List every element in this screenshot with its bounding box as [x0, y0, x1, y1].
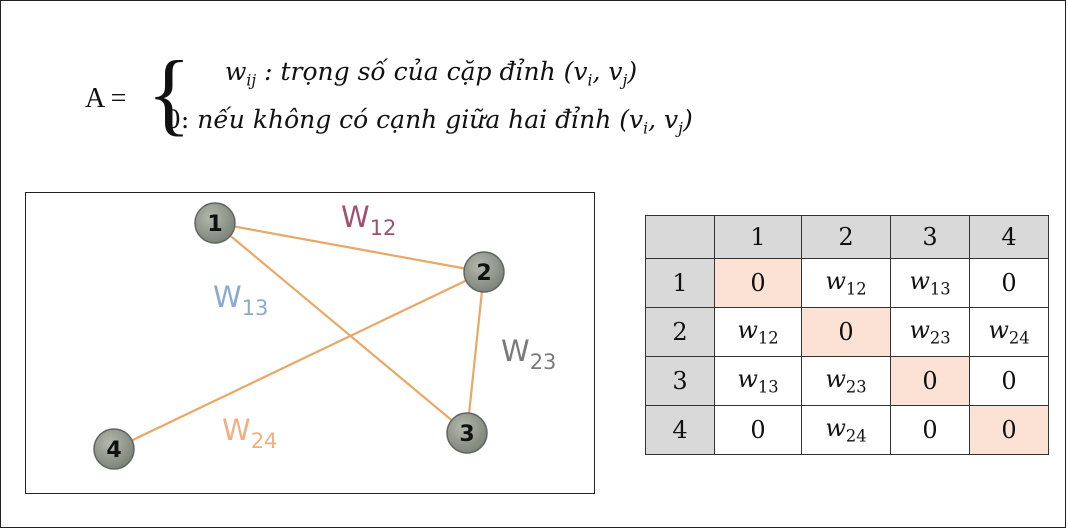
- case2-v2-sub: j: [678, 119, 683, 138]
- matrix-cell: w12: [714, 307, 802, 358]
- matrix-corner: [645, 214, 715, 260]
- case2-close: ): [682, 105, 693, 134]
- edge-2-4: [113, 271, 485, 450]
- matrix-row-header-3: 3: [645, 356, 715, 407]
- matrix-cell: w13: [890, 258, 970, 309]
- matrix-cell: 0: [801, 307, 891, 358]
- matrix-cell: w13: [714, 356, 802, 407]
- node-label-3: 3: [459, 422, 474, 447]
- case2-v2: v: [664, 105, 679, 134]
- matrix-row-header-4: 4: [645, 405, 715, 455]
- case2-zero: 0:: [165, 105, 190, 134]
- matrix-cell: w24: [969, 307, 1049, 358]
- matrix-cell: 0: [969, 356, 1049, 407]
- matrix-cell: 0: [969, 258, 1049, 309]
- matrix-row-header-1: 1: [645, 258, 715, 309]
- edge-1-3: [214, 222, 468, 434]
- case2-comma: ,: [648, 105, 665, 134]
- node-label-4: 4: [106, 438, 121, 463]
- node-2: [463, 251, 505, 293]
- node-4: [93, 428, 135, 470]
- case1-v2: v: [608, 57, 623, 86]
- case1-comma: ,: [592, 57, 609, 86]
- matrix-col-header-2: 2: [801, 214, 891, 260]
- formula-case-zero: 0: nếu không có cạnh giữa hai đỉnh (vi, …: [165, 105, 693, 137]
- matrix-cell: w24: [801, 405, 891, 455]
- matrix-cell: 0: [890, 405, 970, 455]
- matrix-cell: w12: [801, 258, 891, 309]
- matrix-cell: w23: [801, 356, 891, 407]
- matrix-cell: 0: [714, 405, 802, 455]
- node-label-1: 1: [207, 212, 222, 237]
- case2-v1: v: [629, 105, 644, 134]
- edge-1-2: [214, 221, 485, 274]
- case1-v1-sub: i: [587, 71, 593, 90]
- matrix-cell: 0: [714, 258, 802, 309]
- node-3: [446, 412, 488, 454]
- matrix-row-header-2: 2: [645, 307, 715, 358]
- case1-text: : trọng số của cặp đỉnh (: [256, 57, 574, 86]
- adjacency-formula: A = { wij : trọng số của cặp đỉnh (vi, v…: [85, 47, 845, 161]
- matrix-col-header-1: 1: [714, 214, 802, 260]
- case1-close: ): [627, 57, 638, 86]
- matrix-col-header-4: 4: [969, 214, 1049, 260]
- case1-w-sub: ij: [246, 71, 257, 90]
- formula-case-weight: wij : trọng số của cặp đỉnh (vi, vj): [225, 57, 637, 89]
- case2-v1-sub: i: [643, 119, 649, 138]
- case2-text: nếu không có cạnh giữa hai đỉnh (: [189, 105, 630, 134]
- edge-label-1-2: W12: [341, 200, 396, 240]
- formula-lhs: A =: [85, 83, 127, 114]
- case1-v1: v: [573, 57, 588, 86]
- edge-label-2-3: W23: [501, 334, 556, 374]
- edge-label-1-3: W13: [213, 280, 268, 320]
- matrix-cell: 0: [890, 356, 970, 407]
- node-label-2: 2: [476, 261, 491, 286]
- case1-v2-sub: j: [622, 71, 628, 90]
- edge-label-2-4: W24: [222, 413, 277, 453]
- edge-2-3: [465, 271, 486, 434]
- formula-brace: {: [147, 42, 192, 144]
- matrix-cell: 0: [969, 405, 1049, 455]
- matrix-cell: w23: [890, 307, 970, 358]
- node-1: [194, 202, 236, 244]
- case1-w: w: [225, 57, 247, 86]
- matrix-col-header-3: 3: [890, 214, 970, 260]
